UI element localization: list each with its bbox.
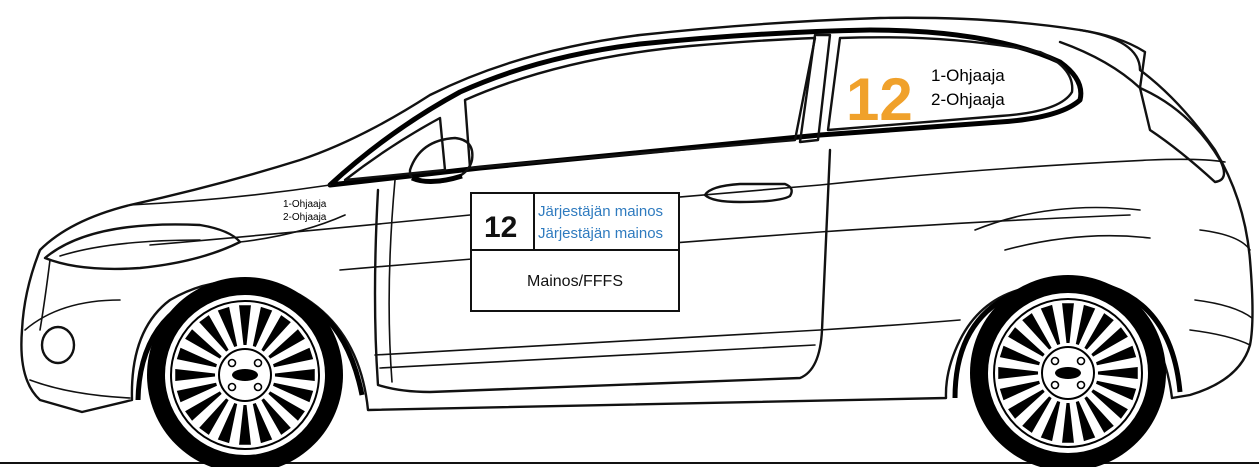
side-window — [463, 36, 817, 170]
wheel-spoke — [273, 347, 314, 368]
wheel-spoke — [239, 404, 251, 445]
wheel-spoke — [1097, 367, 1138, 379]
shoulder-line — [149, 158, 1226, 246]
wheel-spoke — [176, 347, 217, 368]
rocker-line — [374, 319, 961, 356]
fog-light — [40, 325, 76, 365]
wheel-spoke — [185, 329, 222, 359]
wheel-spoke — [199, 398, 229, 435]
wheel-spoke — [199, 315, 229, 352]
wheel-spoke — [1022, 396, 1052, 433]
organizer-ad-2: Järjestäjän mainos — [538, 225, 663, 242]
wheel-spoke — [268, 391, 305, 421]
wheel-spoke — [1096, 345, 1137, 366]
rear-window-decal: 12 1-Ohjaaja 2-Ohjaaja — [846, 66, 1005, 133]
roof-spoiler — [1058, 28, 1147, 90]
wheel-spoke — [1091, 327, 1128, 357]
organizer-ad-1: Järjestäjän mainos — [538, 203, 663, 220]
wheel-spoke — [1040, 304, 1061, 345]
rear-quarter-window — [826, 36, 1074, 132]
wheel-spoke — [1084, 313, 1114, 350]
rear-window-number: 12 — [846, 66, 913, 133]
rear-window-driver2: 2-Ohjaaja — [931, 90, 1005, 109]
wheel-spoke — [1008, 327, 1045, 357]
wheel-spoke — [252, 403, 273, 444]
wheel-spoke — [175, 369, 216, 381]
wheel-spoke — [1075, 304, 1096, 345]
wheel-spoke — [998, 367, 1039, 379]
wheel-spoke — [1022, 313, 1052, 350]
window-frame — [327, 27, 1084, 188]
b-pillar — [798, 33, 832, 144]
wheel-spoke — [1096, 380, 1137, 401]
wheel-spoke — [268, 329, 305, 359]
front-wheel — [147, 277, 343, 467]
wheel-spoke — [239, 305, 251, 346]
tail-light — [1138, 86, 1226, 184]
wheel-spoke — [1062, 402, 1074, 443]
wheel-spoke — [1084, 396, 1114, 433]
wheel-spoke — [1091, 389, 1128, 419]
door-panel-decal: 12 Järjestäjän mainos Järjestäjän mainos… — [470, 192, 680, 312]
wheel-spoke — [261, 315, 291, 352]
fender-driver2: 2-Ohjaaja — [283, 212, 327, 223]
door-handle — [703, 182, 793, 204]
car-body-outline — [20, 16, 1254, 414]
wheel-spoke — [185, 391, 222, 421]
wheel-spoke — [999, 380, 1040, 401]
headlight — [43, 223, 242, 271]
wheel-spoke — [261, 398, 291, 435]
fender-driver1: 1-Ohjaaja — [283, 199, 327, 210]
wheel-spoke — [273, 382, 314, 403]
rear-wheel — [970, 275, 1166, 467]
wheel-spoke — [1040, 401, 1061, 442]
wheel-spoke — [1075, 401, 1096, 442]
rear-window-driver1: 1-Ohjaaja — [931, 66, 1005, 85]
door-panel-frame — [470, 192, 680, 312]
wheel-spoke — [1008, 389, 1045, 419]
door-panel-number: 12 — [484, 211, 517, 244]
wheel-spoke — [217, 403, 238, 444]
wheel-spoke — [252, 306, 273, 347]
wheel-spoke — [217, 306, 238, 347]
wheel-spoke — [999, 345, 1040, 366]
sponsor-ad: Mainos/FFFS — [527, 273, 623, 290]
front-window — [343, 116, 447, 182]
wheel-spoke — [274, 369, 315, 381]
wheel-spoke — [1062, 303, 1074, 344]
front-fender-decal: 1-Ohjaaja 2-Ohjaaja — [283, 199, 327, 223]
wheel-spoke — [176, 382, 217, 403]
door-outline — [373, 148, 832, 394]
